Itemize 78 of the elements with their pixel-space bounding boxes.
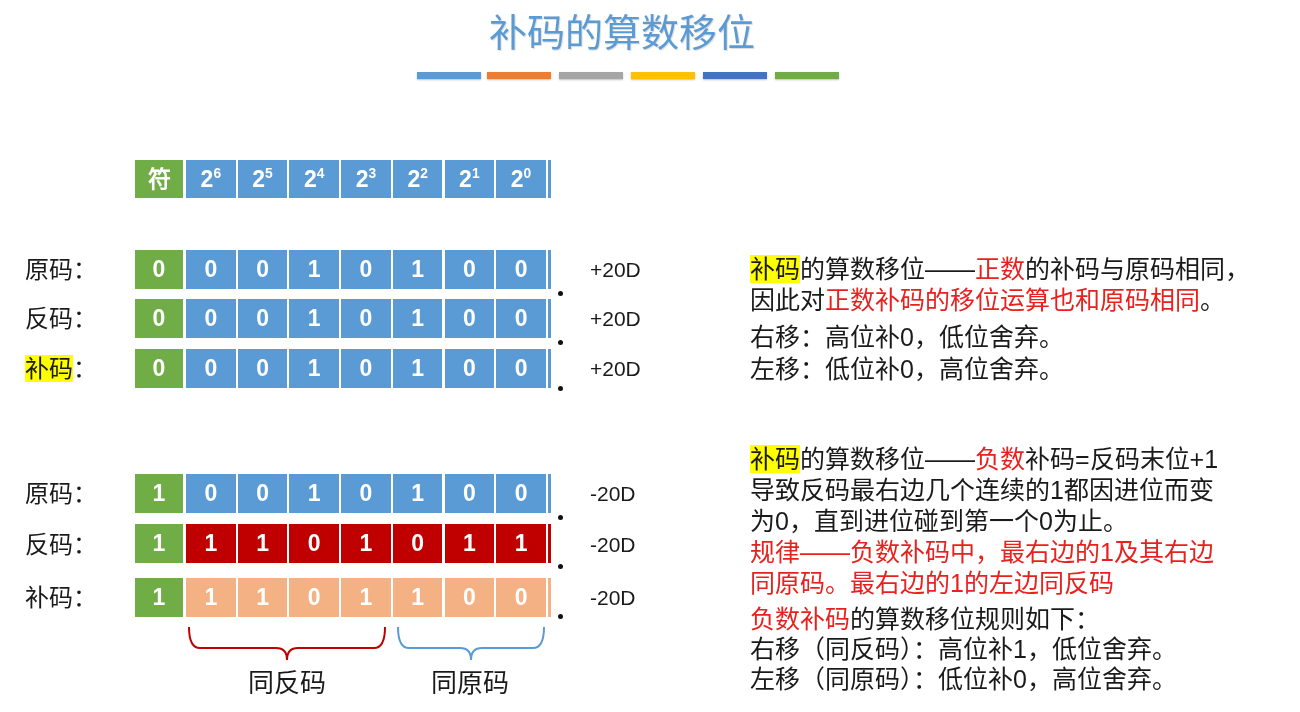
bit-cell: 1 xyxy=(289,299,340,338)
bit-cell: 0 xyxy=(237,349,288,388)
value-label: +20D xyxy=(590,305,641,332)
note-text: 左移：低位补0，高位舍弃。 xyxy=(750,354,1064,385)
sign-bit-cell: 1 xyxy=(135,524,183,563)
rule-text: 规律——负数补码中，最右边的1及其右边同原码。最右边的1的左边同反码 xyxy=(750,537,1215,599)
row-label: 反码： xyxy=(25,303,97,334)
bit-weight-cell: 2$^{5}$ xyxy=(237,160,288,198)
bit-cell: 0 xyxy=(341,250,391,289)
bit-cell: 0 xyxy=(237,250,288,289)
bit-cell: 0 xyxy=(186,474,236,513)
bit-cell: 0 xyxy=(496,578,546,617)
value-label: -20D xyxy=(590,585,636,611)
bit-cell: 0 xyxy=(289,524,340,563)
bit-cell: 0 xyxy=(444,299,495,338)
note-text: 右移：高位补0，低位舍弃。 xyxy=(750,322,1064,353)
note-text: 补码的算数移位——负数补码=反码末位+1导致反码最右边几个连续的1都因进位而变为0，直到进位碰到第一个0为止。 xyxy=(750,444,1220,537)
row-label: 原码： xyxy=(25,478,97,509)
bit-cell: 0 xyxy=(341,474,391,513)
note-text: 左移（同原码）：低位补0，高位舍弃。 xyxy=(750,664,1177,695)
bit-weight-cell: 2$^{1}$ xyxy=(444,160,495,198)
bit-cell: 0 xyxy=(496,299,546,338)
note-text: 补码的算数移位——正数的补码与原码相同，因此对正数补码的移位运算也和原码相同。 xyxy=(750,254,1251,316)
bit-cell: 1 xyxy=(392,299,443,338)
bit-cell: 0 xyxy=(341,349,391,388)
bit-cell: 1 xyxy=(289,349,340,388)
bit-cell: 1 xyxy=(237,524,288,563)
bit-cell: 1 xyxy=(341,578,391,617)
bit-cell: 1 xyxy=(237,578,288,617)
bit-cell: 1 xyxy=(392,578,443,617)
sign-bit-cell: 1 xyxy=(135,474,183,513)
bit-weight-cell: 2$^{3}$ xyxy=(341,160,391,198)
bit-weight-cell: 2$^{4}$ xyxy=(289,160,340,198)
bit-cell: 0 xyxy=(289,578,340,617)
bit-cell: 1 xyxy=(186,524,236,563)
bit-cell: 0 xyxy=(186,349,236,388)
value-label: +20D xyxy=(590,355,641,382)
row-label: 补码： xyxy=(25,583,97,613)
bit-weight-cell: 2$^{0}$ xyxy=(496,160,546,198)
bit-cell: 0 xyxy=(444,349,495,388)
bit-cell: 0 xyxy=(444,474,495,513)
bit-cell: 0 xyxy=(444,578,495,617)
bit-cell: 0 xyxy=(237,299,288,338)
bit-cell: 1 xyxy=(392,474,443,513)
bit-weight-cell: 2$^{6}$ xyxy=(186,160,236,198)
sign-bit-cell: 0 xyxy=(135,299,183,338)
bit-cell: 1 xyxy=(186,578,236,617)
bit-cell: 0 xyxy=(496,250,546,289)
bracket-label: 同反码 xyxy=(248,667,326,699)
bit-cell: 1 xyxy=(289,474,340,513)
value-label: -20D xyxy=(590,532,636,558)
bit-cell: 0 xyxy=(186,250,236,289)
bit-cell: 0 xyxy=(496,474,546,513)
value-label: +20D xyxy=(590,256,641,283)
sign-bit-cell: 0 xyxy=(135,250,183,289)
bit-weight-cell: 2$^{2}$ xyxy=(392,160,443,198)
bit-cell: 1 xyxy=(392,250,443,289)
bit-cell: 0 xyxy=(496,349,546,388)
note-text: 右移（同反码）：高位补1，低位舍弃。 xyxy=(750,634,1177,665)
title: 补码的算数移位 xyxy=(489,11,755,56)
sign-bit-cell: 1 xyxy=(135,578,183,617)
bit-cell: 0 xyxy=(186,299,236,338)
bracket-label: 同原码 xyxy=(431,667,509,699)
bit-cell: 0 xyxy=(444,250,495,289)
bit-cell: 0 xyxy=(392,524,443,563)
bit-cell: 1 xyxy=(341,524,391,563)
bit-cell: 0 xyxy=(237,474,288,513)
bit-cell: 1 xyxy=(289,250,340,289)
bit-cell: 1 xyxy=(392,349,443,388)
note-text: 负数补码的算数移位规则如下： xyxy=(750,604,1100,635)
bit-cell: 1 xyxy=(444,524,495,563)
bit-cell: 1 xyxy=(496,524,546,563)
row-label: 原码： xyxy=(25,254,97,285)
sign-bit-cell: 0 xyxy=(135,349,183,388)
bit-cell: 0 xyxy=(341,299,391,338)
sign-header-cell: 符 xyxy=(135,160,183,198)
row-label: 反码： xyxy=(25,530,97,560)
value-label: -20D xyxy=(590,480,636,507)
